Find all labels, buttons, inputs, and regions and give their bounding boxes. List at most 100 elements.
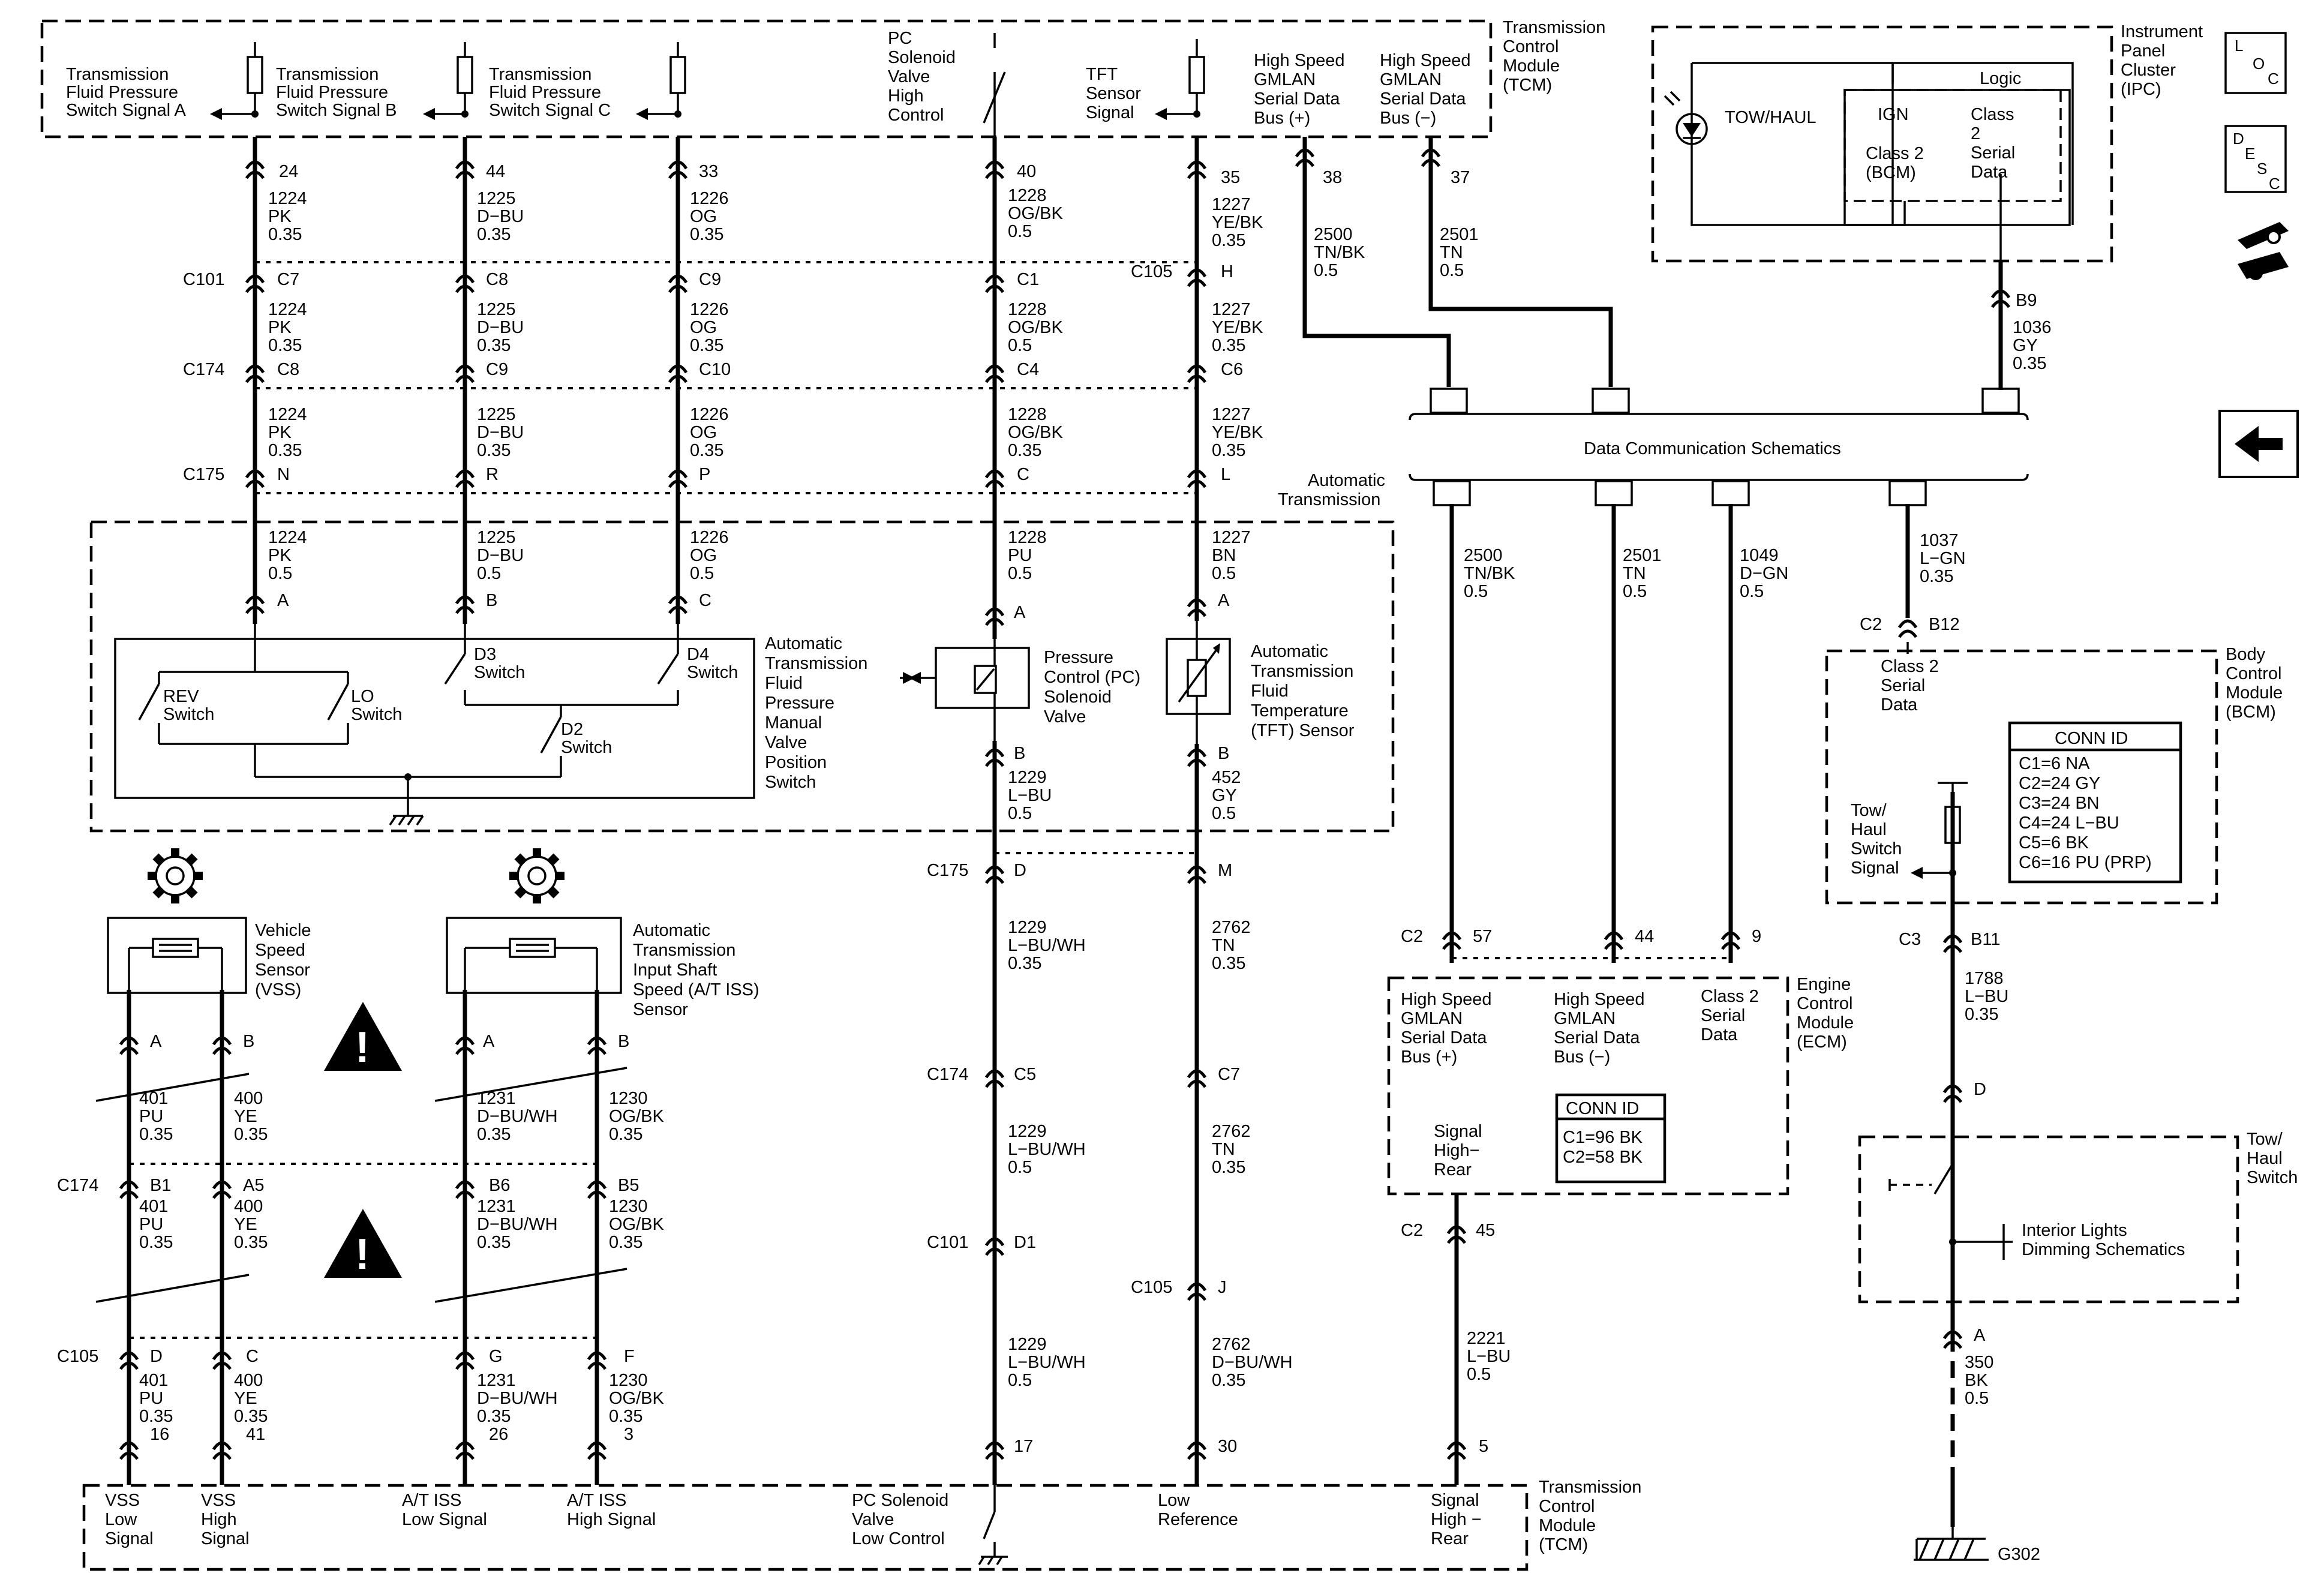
svg-text:C2: C2 <box>1401 927 1423 946</box>
wire-bcm-ipc <box>1905 261 2003 618</box>
connector-mark <box>668 595 688 605</box>
gear-tooth <box>148 872 157 880</box>
svg-text:B1: B1 <box>150 1176 171 1195</box>
pin-37: 37 <box>1451 168 1470 187</box>
pin-24: 24 <box>279 162 298 181</box>
connector-mark <box>1897 619 1918 629</box>
svg-text:D: D <box>1014 861 1026 880</box>
svg-text:CONN ID: CONN ID <box>2055 729 2128 748</box>
connector-mark <box>1187 278 1207 287</box>
tow-switch-outline <box>1858 1135 2239 1304</box>
svg-text:0.5: 0.5 <box>1008 564 1032 583</box>
svg-text:1226: 1226 <box>690 405 729 424</box>
svg-text:Speed (A/T ISS): Speed (A/T ISS) <box>633 980 759 999</box>
svg-text:0.5: 0.5 <box>1464 582 1488 601</box>
pc-solenoid-valve: Pressure Control (PC) Solenoid Valve <box>900 639 1140 741</box>
pc-low-switch-symbol <box>978 1485 1008 1565</box>
connector-mark <box>587 1451 607 1460</box>
svg-text:350: 350 <box>1965 1353 1993 1372</box>
svg-text:Control: Control <box>2226 664 2282 683</box>
svg-text:Signal: Signal <box>1431 1491 1479 1510</box>
connector-mark <box>1187 1451 1207 1460</box>
svg-text:41: 41 <box>246 1425 265 1444</box>
connector-mark <box>587 1190 607 1199</box>
pin-33: 33 <box>699 162 718 181</box>
svg-text:H: H <box>1221 262 1233 281</box>
connector-mark <box>245 374 265 383</box>
svg-text:OG: OG <box>690 207 717 226</box>
svg-text:1231: 1231 <box>477 1197 516 1216</box>
svg-text:B12: B12 <box>1929 615 1960 634</box>
tcm-bottom-labels: VSS Low Signal VSS High Signal A/T ISS L… <box>105 1478 1641 1554</box>
connector-mark <box>1187 469 1207 479</box>
svg-text:1229: 1229 <box>1008 1335 1047 1354</box>
svg-text:401: 401 <box>139 1371 168 1390</box>
connector-mark <box>119 1351 139 1361</box>
pin-38: 38 <box>1323 168 1342 187</box>
svg-text:0.35: 0.35 <box>477 1125 511 1144</box>
svg-text:Serial: Serial <box>1881 676 1925 695</box>
svg-text:L−BU/WH: L−BU/WH <box>1008 1353 1086 1372</box>
svg-text:0.35: 0.35 <box>477 1407 511 1426</box>
svg-text:0.5: 0.5 <box>1008 1371 1032 1390</box>
connector-mark <box>1990 289 2011 299</box>
pc-high-l3: Valve <box>888 67 930 86</box>
svg-text:OG: OG <box>690 423 717 442</box>
svg-text:(BCM): (BCM) <box>2226 703 2276 722</box>
connector-mark <box>1446 1441 1467 1451</box>
svg-text:Tow/: Tow/ <box>1851 801 1887 820</box>
svg-text:Transmission: Transmission <box>633 941 735 960</box>
svg-text:Pressure: Pressure <box>1044 648 1113 667</box>
svg-text:1224: 1224 <box>268 300 307 319</box>
gear-tooth <box>185 885 198 899</box>
svg-text:0.35: 0.35 <box>477 225 511 244</box>
svg-text:1227: 1227 <box>1212 300 1251 319</box>
gneg-l3: Serial Data <box>1380 89 1466 109</box>
connector-mark <box>455 284 475 293</box>
svg-text:S: S <box>2257 160 2267 178</box>
connector-mark <box>455 1190 475 1199</box>
svg-text:Interior Lights: Interior Lights <box>2022 1221 2127 1240</box>
connector-mark <box>1187 160 1207 170</box>
svg-text:Haul: Haul <box>2247 1149 2283 1168</box>
connector-mark <box>1187 598 1207 608</box>
connector-mark <box>668 160 688 170</box>
connector-mark <box>455 1180 475 1190</box>
svg-text:1227: 1227 <box>1212 405 1251 424</box>
back-arrow-button[interactable] <box>2218 410 2299 478</box>
svg-text:Class 2: Class 2 <box>1866 144 1924 163</box>
svg-text:0.35: 0.35 <box>1920 567 1953 586</box>
svg-text:VSS: VSS <box>201 1491 236 1510</box>
svg-text:Engine: Engine <box>1797 975 1851 994</box>
svg-text:Body: Body <box>2226 645 2266 664</box>
svg-text:OG/BK: OG/BK <box>609 1389 665 1408</box>
svg-text:401: 401 <box>139 1197 168 1216</box>
svg-text:0.35: 0.35 <box>477 441 511 460</box>
connector-mark <box>212 1361 232 1370</box>
svg-text:0.5: 0.5 <box>690 564 714 583</box>
signal-b-symbol <box>423 42 473 120</box>
pc-high-switch-symbol <box>983 33 1006 137</box>
bcm-lower-labels: C3 B11 1788 L−BU 0.35 D A 350 BK 0.5 <box>1899 930 2008 1408</box>
svg-text:D−BU/WH: D−BU/WH <box>477 1215 558 1234</box>
svg-text:TN: TN <box>1212 936 1235 955</box>
svg-text:OG/BK: OG/BK <box>1008 423 1064 442</box>
svg-text:1231: 1231 <box>477 1371 516 1390</box>
svg-text:1228: 1228 <box>1008 405 1047 424</box>
svg-text:0.35: 0.35 <box>609 1125 642 1144</box>
svg-text:OG: OG <box>690 318 717 337</box>
svg-text:Low Signal: Low Signal <box>402 1510 487 1529</box>
loc-icon[interactable]: L O C <box>2224 32 2287 94</box>
connector-view-icon[interactable] <box>2238 222 2289 280</box>
desc-icon[interactable]: D E S C <box>2224 125 2287 193</box>
svg-text:Data Communication Schematics: Data Communication Schematics <box>1584 439 1841 458</box>
svg-text:B: B <box>1218 744 1229 763</box>
connector-mark <box>668 364 688 374</box>
svg-text:Reference: Reference <box>1158 1510 1238 1529</box>
svg-text:B: B <box>486 591 497 610</box>
svg-text:0.35: 0.35 <box>690 336 723 355</box>
connector-mark <box>455 1451 475 1460</box>
svg-text:1228: 1228 <box>1008 186 1047 205</box>
svg-text:Signal: Signal <box>105 1529 154 1548</box>
svg-text:Haul: Haul <box>1851 820 1887 839</box>
